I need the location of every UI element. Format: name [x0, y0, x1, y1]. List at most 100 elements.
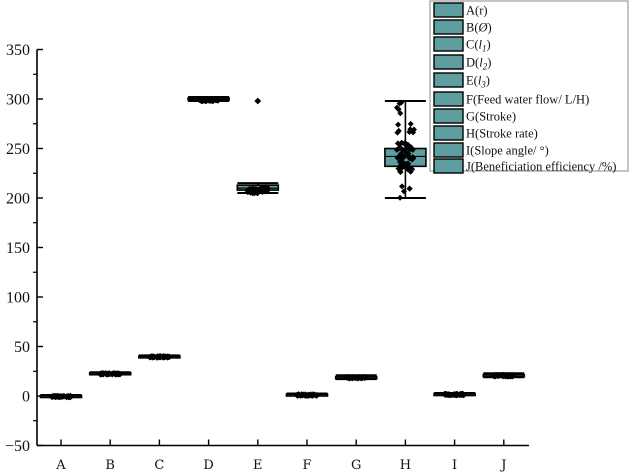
data-point: [397, 194, 404, 201]
legend-label: G(Stroke): [466, 110, 516, 124]
data-point: [398, 183, 405, 190]
legend-item: J(Beneficiation efficiency /%): [433, 158, 616, 174]
data-point: [150, 353, 158, 361]
data-point: [60, 393, 68, 400]
x-tick-label: A: [55, 458, 66, 473]
legend-label: D(l2): [466, 56, 491, 72]
plot-area: [39, 95, 526, 401]
legend-item: H(Stroke rate): [433, 125, 538, 141]
data-point: [259, 188, 266, 196]
legend-swatch: [433, 91, 464, 107]
legend-item: E(l3): [433, 72, 490, 90]
data-point: [249, 187, 256, 194]
legend-label: C(l1): [466, 38, 491, 54]
data-point: [254, 189, 261, 196]
legend-label: H(Stroke rate): [466, 127, 538, 141]
legend-item: G(Stroke): [433, 108, 516, 124]
x-tick-label: J: [499, 458, 506, 473]
legend-swatch: [433, 108, 464, 124]
x-tick-label: G: [351, 458, 361, 473]
data-point: [402, 139, 409, 146]
data-point: [396, 100, 403, 107]
box-C: [138, 353, 181, 361]
legend-swatch: [433, 19, 464, 35]
data-point: [397, 168, 404, 175]
data-point: [254, 97, 262, 105]
data-point: [459, 391, 466, 399]
legend-swatch: [433, 125, 464, 141]
data-point: [397, 150, 404, 157]
data-point: [207, 96, 215, 103]
legend-item: C(l1): [433, 36, 491, 54]
data-point: [499, 371, 507, 379]
data-point: [104, 370, 111, 377]
legend-swatch: [433, 2, 464, 18]
data-point: [146, 353, 154, 361]
y-tick-label: −50: [5, 438, 30, 455]
legend-swatch: [433, 54, 464, 70]
data-point: [199, 96, 207, 104]
legend-item: A(r): [433, 2, 488, 18]
data-point: [451, 391, 458, 399]
box-E: [236, 97, 280, 197]
box-H: [384, 99, 427, 201]
legend-label: B(Ø): [466, 21, 492, 35]
y-tick-label: 50: [14, 339, 30, 356]
data-point: [109, 371, 116, 378]
y-tick-label: 200: [6, 191, 30, 208]
data-point: [442, 390, 449, 398]
data-point: [406, 129, 413, 136]
data-point: [407, 120, 414, 127]
data-point: [492, 371, 500, 379]
y-tick-label: 150: [6, 240, 30, 257]
data-point: [214, 97, 222, 104]
data-point: [409, 166, 416, 173]
legend-swatch: [433, 142, 464, 158]
legend: A(r)B(Ø)C(l1)D(l2)E(l3)F(Feed water flow…: [429, 0, 629, 174]
data-point: [406, 185, 413, 192]
legend-label: J(Beneficiation efficiency /%): [466, 160, 616, 174]
data-point: [307, 391, 315, 398]
data-point: [396, 158, 403, 165]
data-point: [161, 354, 168, 361]
legend-swatch: [433, 158, 464, 174]
data-point: [505, 372, 513, 379]
data-point: [362, 374, 369, 381]
box-B: [88, 370, 132, 378]
data-point: [393, 146, 400, 153]
y-tick-label: 0: [22, 389, 30, 406]
data-point: [395, 106, 402, 113]
data-point: [407, 145, 414, 152]
data-point: [65, 392, 72, 400]
data-point: [296, 391, 303, 399]
x-tick-label: D: [203, 458, 213, 473]
data-point: [247, 189, 254, 196]
data-point: [353, 373, 361, 381]
box-J: [482, 371, 526, 380]
data-point: [395, 121, 402, 128]
x-tick-label: E: [253, 458, 263, 473]
data-point: [402, 146, 409, 153]
data-point: [345, 374, 353, 381]
y-tick-label: 300: [6, 92, 30, 109]
data-point: [394, 129, 401, 136]
box-F: [285, 391, 329, 399]
legend-label: A(r): [466, 4, 488, 18]
box-D: [187, 95, 230, 105]
legend-item: I(Slope angle/ °): [433, 142, 549, 158]
data-point: [402, 161, 409, 168]
data-point: [205, 97, 213, 104]
x-tick-label: F: [302, 458, 311, 473]
legend-item: D(l2): [433, 54, 491, 72]
data-point: [115, 370, 122, 377]
box-G: [334, 373, 378, 382]
x-tick-label: H: [400, 458, 411, 473]
x-tick-label: C: [154, 458, 164, 473]
data-point: [313, 392, 321, 399]
legend-label: I(Slope angle/ °): [466, 144, 549, 158]
y-tick-label: 250: [6, 141, 30, 158]
y-tick-label: 350: [6, 42, 30, 59]
data-point: [50, 393, 57, 400]
